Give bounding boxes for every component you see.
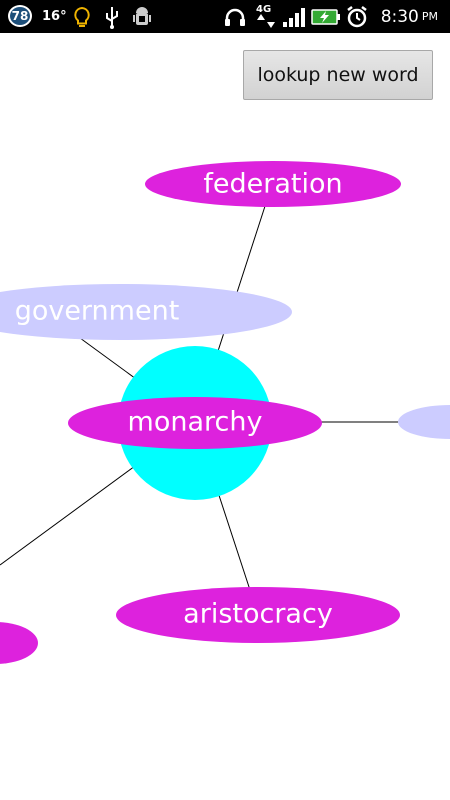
word-node-aristocracy-shape [116, 587, 400, 643]
network-type-label: 4G [256, 4, 272, 15]
word-node-government-shape [0, 284, 292, 340]
word-node-aristocracy[interactable]: aristocracy [116, 587, 400, 643]
alarm-clock-icon [347, 6, 367, 28]
word-node-offscreen-right[interactable] [398, 405, 450, 439]
data-activity-icon [257, 14, 275, 28]
lightbulb-icon [74, 6, 90, 27]
android-debug-icon [133, 7, 151, 25]
temperature-readout: 16° [42, 9, 67, 24]
center-word-label: monarchy [128, 407, 263, 438]
word-graph: government federation monarchy aristocra… [0, 161, 450, 664]
word-node-monarchy-shape [68, 397, 322, 449]
notification-count: 78 [11, 9, 29, 23]
usb-icon [106, 7, 118, 29]
signal-strength-icon [283, 8, 305, 27]
lookup-new-word-button[interactable]: lookup new word [243, 50, 433, 100]
word-node-federation-shape [145, 161, 401, 207]
notification-count-badge: 78 [8, 5, 32, 27]
word-node-label: aristocracy [183, 599, 333, 630]
word-node-label: federation [203, 169, 342, 200]
word-node-label: government [15, 296, 180, 327]
status-bar: 78 16° 4G [0, 0, 450, 33]
word-node-government[interactable]: government [0, 284, 292, 340]
word-node-monarchy[interactable]: monarchy [68, 397, 322, 449]
headphones-icon [225, 8, 245, 26]
word-node-federation[interactable]: federation [145, 161, 401, 207]
word-node-offscreen-left[interactable] [0, 622, 38, 664]
clock-time: 8:30 [380, 6, 419, 27]
battery-charging-icon [311, 9, 340, 25]
clock-am-pm: PM [421, 10, 438, 23]
